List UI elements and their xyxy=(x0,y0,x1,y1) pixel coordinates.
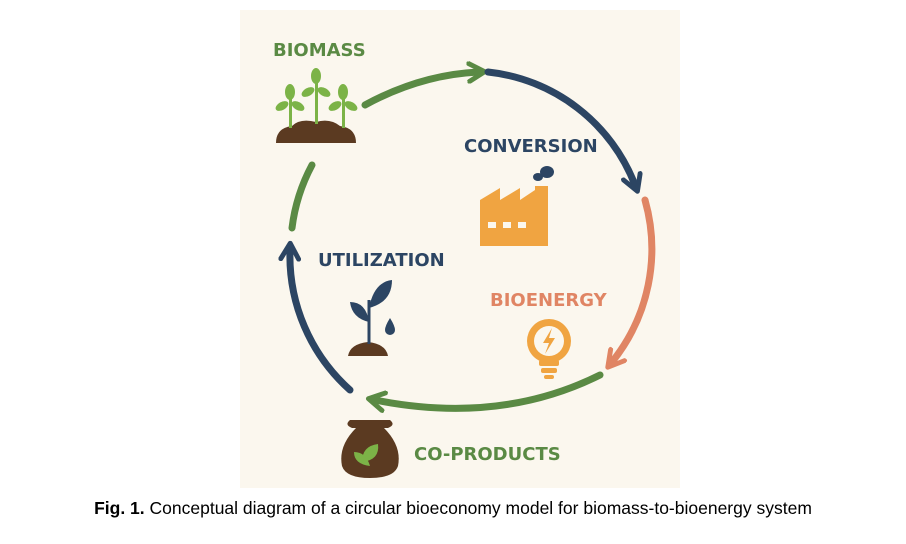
caption-text: Conceptual diagram of a circular bioecon… xyxy=(144,498,812,518)
diagram-background xyxy=(240,10,680,488)
arrow-biomass-to-conversion xyxy=(361,72,478,109)
arrow-bioenergy-to-coproducts xyxy=(612,196,656,362)
figure-caption: Fig. 1. Conceptual diagram of a circular… xyxy=(0,498,906,519)
lightbulb-icon xyxy=(527,319,571,379)
sprouting-plants-icon xyxy=(275,68,358,143)
sack-with-leaf-icon xyxy=(341,420,399,478)
stage-label-bioenergy: BIOENERGY xyxy=(490,290,608,311)
stage-label-utilization: UTILIZATION xyxy=(318,250,445,271)
arrow-coproducts-to-utilization xyxy=(375,371,604,408)
arrow-to-utilization-left xyxy=(290,250,354,394)
stage-label-conversion: CONVERSION xyxy=(464,136,598,157)
plant-with-drop-icon xyxy=(348,280,395,356)
caption-prefix: Fig. 1. xyxy=(94,498,145,518)
arrow-utilization-to-biomass xyxy=(288,161,316,232)
stage-label-co-products: CO-PRODUCTS xyxy=(414,444,561,465)
circular-bioeconomy-diagram: BIOMASS CONVERSION BIOENERGY UTILIZATIO xyxy=(240,10,680,488)
stage-label-biomass: BIOMASS xyxy=(273,40,366,61)
arrow-conversion-to-bioenergy xyxy=(484,68,635,185)
factory-icon xyxy=(480,166,554,246)
